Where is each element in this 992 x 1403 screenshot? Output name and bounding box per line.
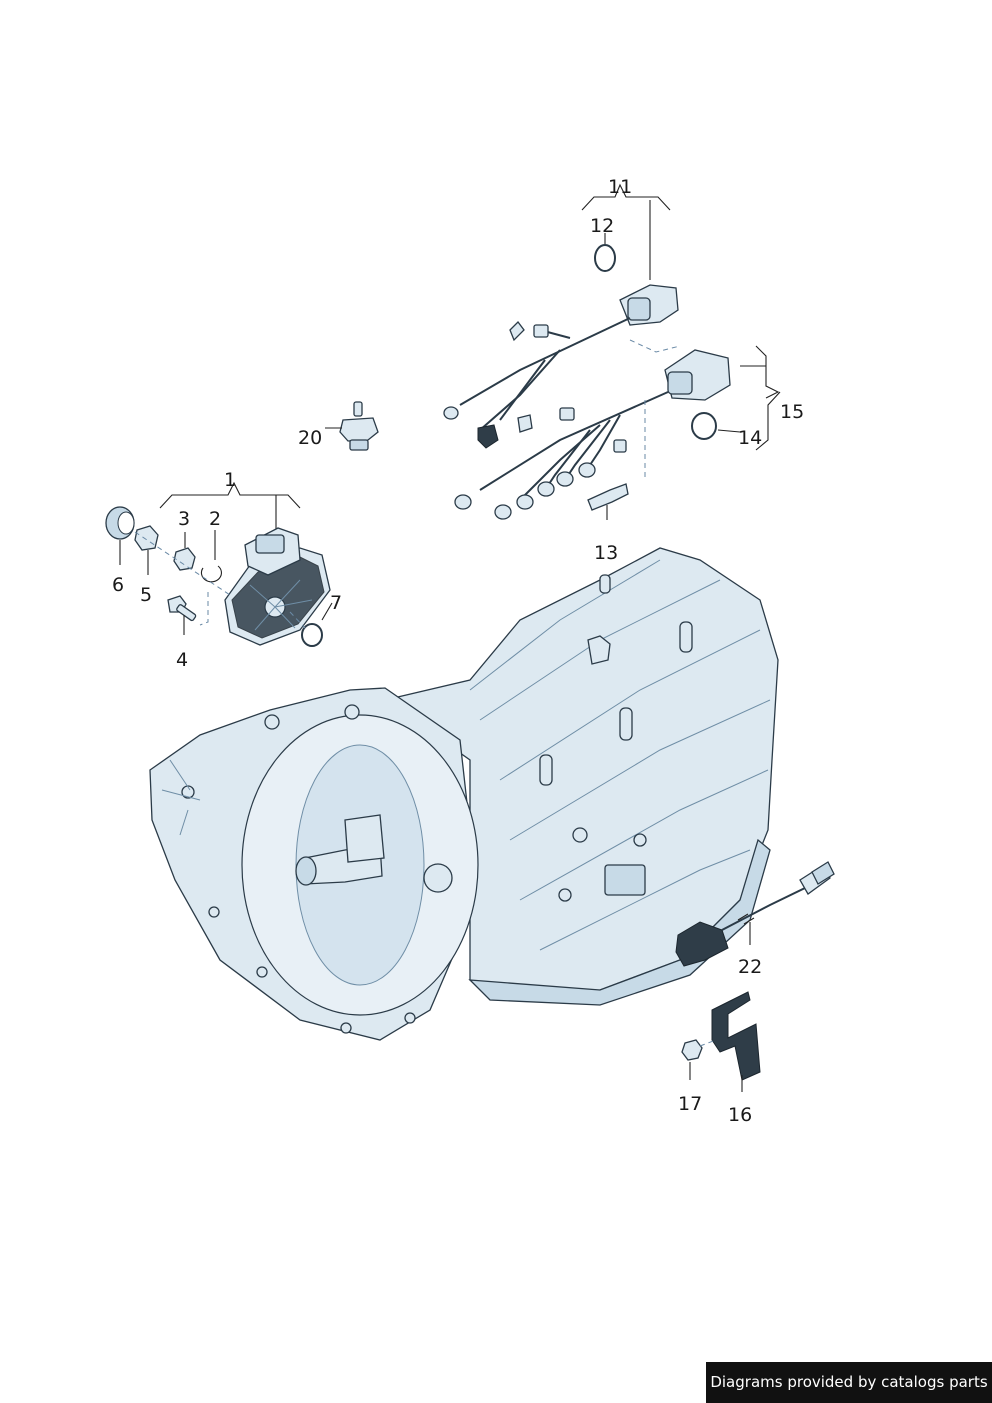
- part-11-15-wiring-harness: [443, 183, 781, 520]
- part-1-selector-switch-group: [105, 481, 333, 647]
- callout-15: 15: [780, 401, 804, 423]
- callout-labels: 1 2 3 4 5 6 7 11 12 13 14 15 16 17 20 22: [112, 176, 804, 1126]
- footer-credit: Diagrams provided by catalogs parts: [706, 1362, 992, 1403]
- callout-16: 16: [728, 1104, 752, 1126]
- part-20-sensor: [325, 401, 379, 451]
- callout-1: 1: [224, 469, 236, 491]
- callout-4: 4: [176, 649, 188, 671]
- callout-5: 5: [140, 584, 152, 606]
- callout-2: 2: [209, 508, 221, 530]
- part-16-17-bracket: [681, 991, 761, 1092]
- callout-14: 14: [738, 427, 762, 449]
- callout-22: 22: [738, 956, 762, 978]
- transmission-assembly: [149, 547, 779, 1041]
- callout-6: 6: [112, 574, 124, 596]
- callout-13: 13: [594, 542, 618, 564]
- callout-7: 7: [330, 592, 342, 614]
- callout-11: 11: [608, 176, 632, 198]
- callout-20: 20: [298, 427, 322, 449]
- part-22-speed-sensor: [675, 861, 835, 967]
- callout-12: 12: [590, 215, 614, 237]
- callout-3: 3: [178, 508, 190, 530]
- callout-17: 17: [678, 1093, 702, 1115]
